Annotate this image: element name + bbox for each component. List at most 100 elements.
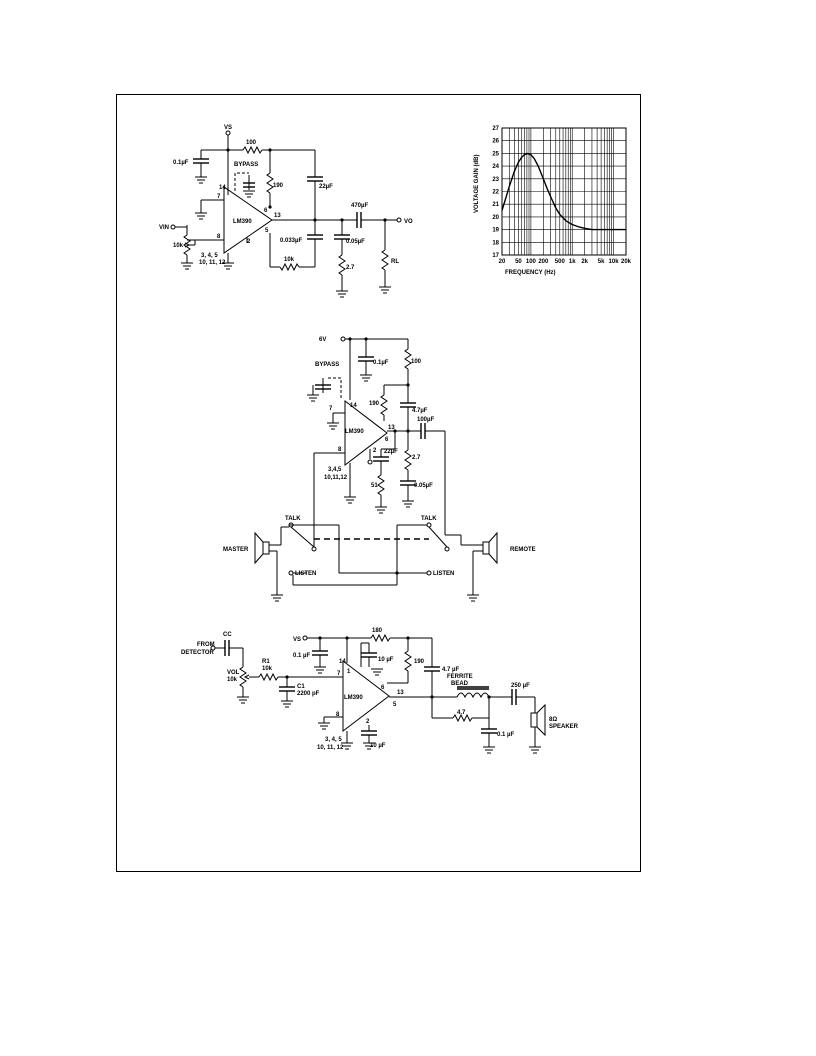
label-c005: 0.05µF: [346, 239, 365, 245]
label-pin14-c3: 14: [339, 659, 346, 665]
y-tick-label: 17: [492, 253, 499, 259]
label-c250: 250 µF: [511, 683, 530, 689]
label-r190: 190: [273, 183, 284, 189]
label-chip-1: LM390: [233, 219, 252, 225]
y-tick-label: 20: [492, 215, 499, 221]
label-remote: REMOTE: [510, 547, 536, 553]
label-pin14: 14: [219, 185, 226, 191]
label-pin7-c3: 7: [337, 671, 341, 677]
y-tick-label: 21: [492, 202, 499, 208]
label-pin5: 5: [265, 228, 269, 234]
label-vs-c3: VS: [293, 637, 301, 643]
chart-plot-area: [501, 127, 627, 256]
lm390-chip-2: [344, 399, 388, 467]
speaker-icon: [536, 703, 546, 737]
label-c10b: 10 µF: [370, 743, 386, 749]
label-c22: 22µF: [319, 184, 333, 190]
label-r10k: 10k: [173, 243, 184, 249]
label-pin8-c3: 8: [336, 712, 340, 718]
resistor-100: [242, 145, 263, 155]
figure-frame: VS 100 0.1µF BYPASS 190 22µF 470µF VO LM…: [116, 94, 641, 872]
remote-speaker-icon: [488, 531, 498, 565]
master-speaker-icon: [254, 531, 264, 565]
x-tick-label: 10k: [609, 259, 620, 265]
label-talk-1: TALK: [285, 516, 301, 522]
label-pin13: 13: [274, 213, 281, 219]
label-cap01-c3: 0.1 µF: [293, 653, 310, 659]
x-tick-label: 500: [555, 259, 566, 265]
label-pin6: 6: [264, 208, 268, 214]
label-r180: 180: [372, 628, 383, 634]
label-gnd-pins2: 10, 11, 12: [199, 260, 226, 266]
y-tick-label: 19: [492, 228, 499, 234]
y-tick-label: 18: [492, 240, 499, 246]
lm390-chip-1: [223, 186, 273, 254]
label-vo: VO: [404, 219, 413, 225]
y-tick-label: 25: [492, 151, 499, 157]
label-pin7: 7: [217, 194, 221, 200]
label-ferrite: FERRITE: [447, 674, 473, 680]
label-gndpins2-c3: 10, 11, 12: [317, 745, 344, 751]
label-pin7-c2: 7: [329, 406, 333, 412]
label-bypass-c2: BYPASS: [315, 362, 339, 368]
gain-curve: [501, 152, 626, 231]
label-c1-value: 2200 pF: [297, 691, 320, 697]
y-tick-label: 24: [492, 164, 499, 170]
label-pin2: 2: [247, 239, 251, 245]
circuit-3-radio-amp: [210, 633, 546, 754]
volume-pot-10k: [183, 234, 191, 256]
label-cc: CC: [223, 632, 232, 638]
x-tick-label: 20: [499, 259, 506, 265]
label-bead: BEAD: [451, 681, 469, 687]
label-master: MASTER: [223, 547, 249, 553]
label-pin13-c3: 13: [397, 690, 404, 696]
lm390-chip-3: [342, 659, 390, 733]
label-gndpins2-c2: 10,11,12: [324, 475, 348, 481]
y-tick-label: 26: [492, 139, 499, 145]
label-pin6-c3: 6: [381, 685, 385, 691]
label-pin14-c2: 14: [350, 403, 357, 409]
label-pin6-c2: 6: [385, 437, 389, 443]
x-tick-label: 50: [515, 259, 522, 265]
label-r190-c2: 190: [369, 401, 380, 407]
x-tick-label: 20k: [621, 259, 632, 265]
label-r100-c2: 100: [411, 359, 422, 365]
label-listen-1: LISTEN: [295, 571, 316, 577]
label-listen-2: LISTEN: [433, 571, 454, 577]
label-r10k-feedback: 10k: [284, 257, 295, 263]
label-detector: DETECTOR: [181, 650, 215, 656]
label-r100: 100: [246, 140, 257, 146]
label-pin5-c3: 5: [393, 702, 397, 708]
label-r190-c3: 190: [414, 659, 425, 665]
label-c0033: 0.033µF: [280, 238, 302, 244]
label-cap-01: 0.1µF: [173, 160, 189, 166]
circuit-3-labels: FROM DETECTOR CC VS 0.1 µF 180 10 µF 190…: [181, 628, 579, 751]
label-chip-2: LM390: [345, 429, 364, 435]
label-from: FROM: [197, 642, 215, 648]
label-c100-c2: 100µF: [417, 417, 434, 423]
label-speaker: SPEAKER: [549, 724, 579, 730]
label-pin2-c2: 2: [373, 448, 377, 454]
schematics-canvas: VS 100 0.1µF BYPASS 190 22µF 470µF VO LM…: [159, 125, 632, 754]
label-r10k-c3: 10k: [227, 677, 238, 683]
label-gndpins-c2: 3,4,5: [328, 467, 342, 473]
label-c1: C1: [297, 684, 305, 690]
label-pin13-c2: 13: [388, 425, 395, 431]
label-c470: 470µF: [351, 203, 368, 209]
label-r1-value: 10k: [262, 666, 273, 672]
label-gndpins-c3: 3, 4, 5: [325, 737, 342, 743]
label-c22-c2: 22µF: [384, 449, 398, 455]
label-rl: RL: [391, 259, 399, 265]
label-bypass: BYPASS: [234, 162, 258, 168]
chart-ylabel: VOLTAGE GAIN (dB): [474, 155, 480, 213]
label-c47-c2: 4.7µF: [412, 408, 428, 414]
label-vin: VIN: [159, 225, 169, 231]
volume-pot-3: [239, 666, 247, 688]
y-tick-label: 23: [492, 177, 499, 183]
label-pin8-c2: 8: [338, 447, 342, 453]
chart-xlabel: FREQUENCY (Hz): [505, 270, 556, 276]
y-tick-label: 22: [492, 190, 499, 196]
label-c10a: 10 µF: [378, 657, 394, 663]
